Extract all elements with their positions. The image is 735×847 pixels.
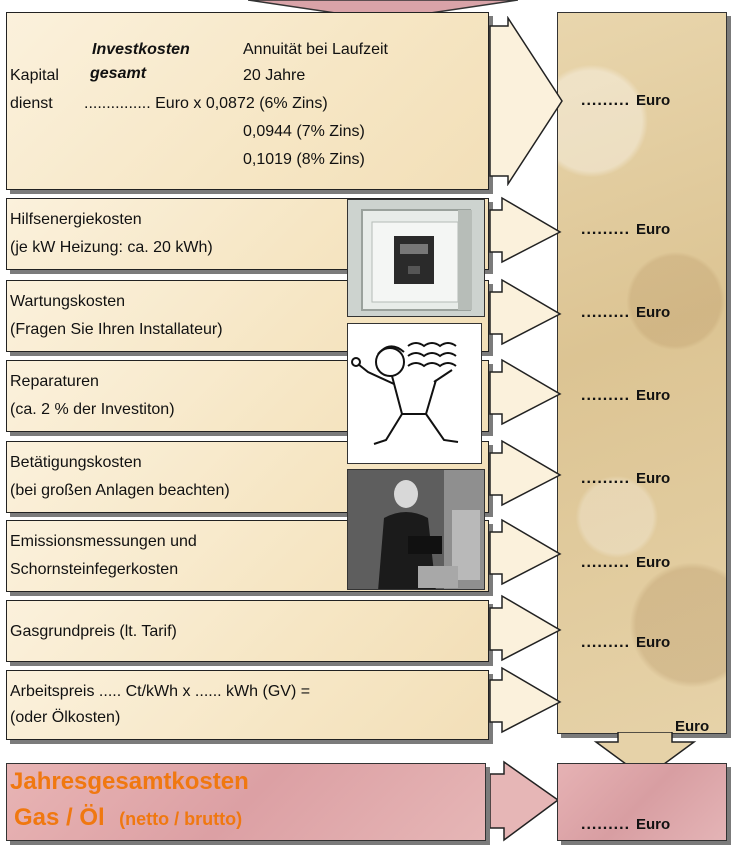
euro-dots: ......... bbox=[581, 554, 631, 571]
mechanic-cartoon bbox=[347, 323, 482, 464]
hilfsenergie-label: Hilfsenergiekosten bbox=[10, 211, 142, 228]
euro-row-capital: ......... Euro bbox=[581, 92, 721, 110]
euro-dots: ......... bbox=[581, 221, 631, 238]
wartung-label: Wartungskosten bbox=[10, 293, 126, 310]
euro-dots: ......... bbox=[581, 92, 631, 109]
euro-row-hilfsenergie: ......... Euro bbox=[581, 221, 721, 239]
hilfsenergie-note: (je kW Heizung: ca. 20 kWh) bbox=[10, 239, 213, 256]
total-cost-box bbox=[6, 763, 486, 841]
euro-word: Euro bbox=[636, 554, 671, 571]
cost-summary-column bbox=[557, 12, 727, 734]
total-title: Jahresgesamtkosten bbox=[10, 768, 249, 795]
emissionen-note: Schornsteinfegerkosten bbox=[10, 561, 179, 578]
euro-word: Euro bbox=[636, 387, 671, 404]
top-arrow-tail bbox=[248, 0, 518, 21]
wartung-note: (Fragen Sie Ihren Installateur) bbox=[10, 321, 223, 338]
investkosten-label: Investkosten bbox=[92, 41, 190, 58]
dienst-label: dienst bbox=[10, 95, 53, 112]
capital-formula: ............... Euro x 0,0872 (6% Zins) bbox=[84, 95, 328, 112]
gasgrundpreis-label: Gasgrundpreis (lt. Tarif) bbox=[10, 623, 177, 640]
betaetigung-note: (bei großen Anlagen beachten) bbox=[10, 482, 230, 499]
euro-word: Euro bbox=[636, 221, 671, 238]
cost-box-arbeitspreis bbox=[6, 670, 489, 740]
technician-photo bbox=[347, 469, 485, 590]
rate-8-percent: 0,1019 (8% Zins) bbox=[243, 151, 365, 168]
capital-service-box bbox=[6, 12, 489, 190]
emissionen-label: Emissionsmessungen und bbox=[10, 533, 197, 550]
reparaturen-label: Reparaturen bbox=[10, 373, 99, 390]
arbeitspreis-note: (oder Ölkosten) bbox=[10, 709, 121, 726]
euro-row-wartung: ......... Euro bbox=[581, 304, 721, 322]
total-fuel-label: Gas / Öl bbox=[14, 804, 105, 831]
euro-row-betaetigung: ......... Euro bbox=[581, 470, 721, 488]
total-down-arrow bbox=[593, 732, 697, 779]
euro-dots: ......... bbox=[581, 634, 631, 651]
item-arrows bbox=[489, 196, 562, 734]
total-euro-box bbox=[557, 763, 727, 841]
euro-dots: ......... bbox=[581, 470, 631, 487]
euro-word: Euro bbox=[636, 304, 671, 321]
laufzeit-label: 20 Jahre bbox=[243, 67, 306, 84]
meter-cabinet-photo bbox=[347, 199, 485, 317]
kapital-label: Kapital bbox=[10, 67, 59, 84]
euro-dots: ......... bbox=[581, 816, 631, 833]
total-netto-brutto: (netto / brutto) bbox=[119, 809, 243, 829]
euro-word: Euro bbox=[636, 470, 671, 487]
euro-word: Euro bbox=[636, 816, 671, 833]
euro-word: Euro bbox=[675, 718, 710, 735]
betaetigung-label: Betätigungskosten bbox=[10, 454, 142, 471]
euro-row-total: ......... Euro bbox=[581, 816, 721, 834]
euro-dots: ......... bbox=[581, 304, 631, 321]
annuitaet-label: Annuität bei Laufzeit bbox=[243, 41, 388, 58]
reparaturen-note: (ca. 2 % der Investiton) bbox=[10, 401, 175, 418]
capital-arrow bbox=[489, 16, 563, 186]
total-subtitle: Gas / Öl (netto / brutto) bbox=[14, 804, 242, 832]
gesamt-label: gesamt bbox=[90, 65, 147, 82]
total-connector-arrow bbox=[489, 760, 560, 842]
euro-word: Euro bbox=[636, 92, 671, 109]
euro-dots: ......... bbox=[581, 387, 631, 404]
euro-row-arbeitspreis: Euro bbox=[675, 718, 725, 736]
euro-row-reparaturen: ......... Euro bbox=[581, 387, 721, 405]
arbeitspreis-label: Arbeitspreis ..... Ct/kWh x ...... kWh (… bbox=[10, 683, 311, 700]
euro-row-gasgrundpreis: ......... Euro bbox=[581, 634, 721, 652]
euro-word: Euro bbox=[636, 634, 671, 651]
cost-box-gasgrundpreis bbox=[6, 600, 489, 662]
euro-row-emissionen: ......... Euro bbox=[581, 554, 721, 572]
rate-7-percent: 0,0944 (7% Zins) bbox=[243, 123, 365, 140]
